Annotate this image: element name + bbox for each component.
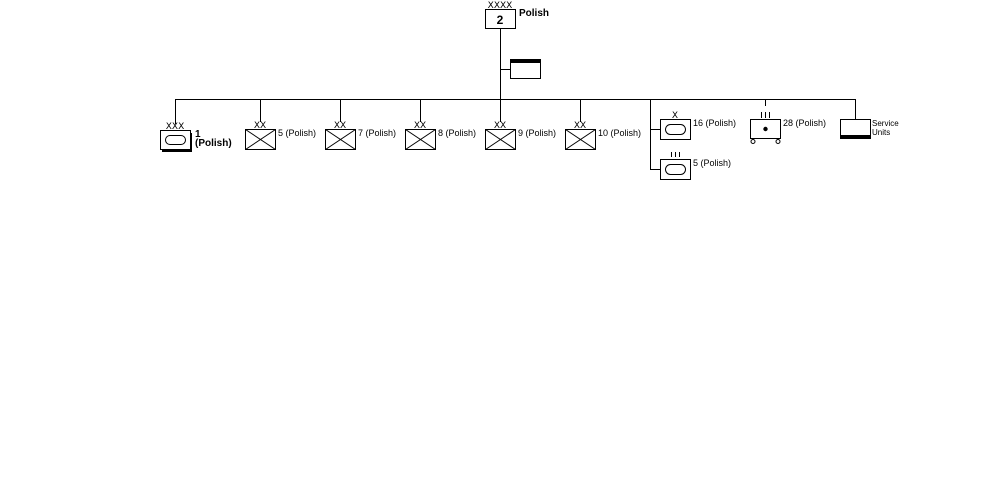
service-symbol (840, 119, 871, 139)
armored-symbol (160, 130, 191, 150)
echelon-mark: X (672, 111, 678, 121)
hq-label: Polish (519, 8, 549, 19)
unit-infantry-10[interactable]: XX 10 (Polish) (565, 121, 642, 150)
hq-echelon: XXXX (488, 1, 513, 11)
hq-number: 2 (497, 13, 504, 27)
armored-symbol (660, 119, 691, 140)
unit-infantry-9[interactable]: XX 9 (Polish) (485, 121, 557, 150)
unit-label: 7 (Polish) (358, 128, 396, 138)
echelon-mark: XXX (166, 122, 185, 132)
echelon-mark: XX (254, 121, 266, 131)
unit-armored-16[interactable]: X 16 (Polish) (660, 111, 737, 140)
unit-label: 8 (Polish) (438, 128, 476, 138)
unit-armored-5[interactable]: 5 (Polish) (660, 152, 732, 180)
hq-2-polish[interactable]: XXXX 2 Polish (485, 1, 550, 29)
unit-label: 10 (Polish) (598, 128, 641, 138)
unit-armored-1[interactable]: XXX 1 (Polish) (160, 122, 232, 152)
echelon-mark: XX (414, 121, 426, 131)
unit-infantry-5[interactable]: XX 5 (Polish) (245, 121, 317, 150)
echelon-mark (671, 152, 680, 157)
unit-label-line1: 1 (195, 129, 201, 140)
echelon-mark: XX (494, 121, 506, 131)
unit-service-units[interactable]: Service Units (840, 119, 900, 139)
unit-label: 9 (Polish) (518, 128, 556, 138)
unit-infantry-7[interactable]: XX 7 (Polish) (325, 121, 397, 150)
unit-artillery-28[interactable]: 28 (Polish) (750, 112, 827, 144)
unit-label-line2: Units (872, 128, 890, 137)
unit-label-line1: Service (872, 119, 899, 128)
echelon-mark: XX (574, 121, 586, 131)
unit-label: 16 (Polish) (693, 118, 736, 128)
echelon-mark: XX (334, 121, 346, 131)
unit-label: 5 (Polish) (278, 128, 316, 138)
armored-symbol (660, 159, 691, 180)
hq-staff-box[interactable] (510, 59, 541, 79)
echelon-mark (761, 112, 770, 118)
hq-box (485, 9, 516, 29)
unit-label-line2: (Polish) (195, 138, 232, 149)
connector-lines (175, 29, 856, 170)
unit-label: 5 (Polish) (693, 158, 731, 168)
unit-infantry-8[interactable]: XX 8 (Polish) (405, 121, 477, 150)
unit-label: 28 (Polish) (783, 118, 826, 128)
